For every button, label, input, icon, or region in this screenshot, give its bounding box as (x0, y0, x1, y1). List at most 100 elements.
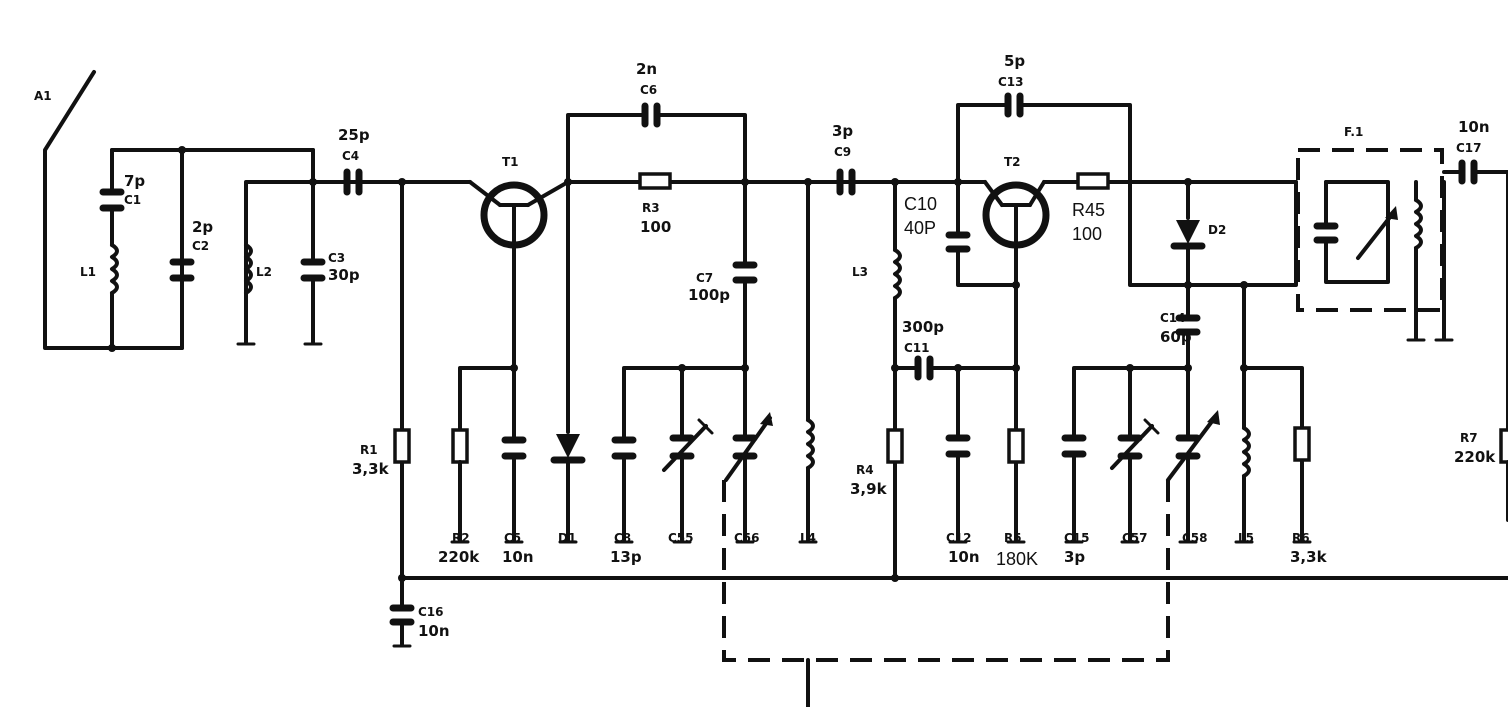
resistor-r3 (638, 172, 672, 190)
label-c11: C11 (904, 341, 930, 355)
transistor-t1 (400, 180, 570, 370)
label-c8-value: 13p (610, 548, 642, 566)
label-l5: L5 (1238, 531, 1254, 545)
label-c6-value: 2n (636, 60, 657, 78)
label-c13: C13 (998, 75, 1024, 89)
label-r1-value: 3,3k (352, 460, 390, 478)
component-labels: A1 7p C1 2p C2 L1 L2 C3 30p 25p C4 T1 2n… (34, 52, 1496, 640)
label-c7-value: 100p (688, 286, 730, 304)
label-t1: T1 (502, 155, 519, 169)
capacitor-c6 (641, 102, 661, 128)
label-r7: R7 (1460, 431, 1478, 445)
label-c5: C5 (504, 531, 521, 545)
label-c3-value: 30p (328, 266, 360, 284)
label-c55: C55 (668, 531, 694, 545)
label-c9-value: 3p (832, 122, 853, 140)
label-l3: L3 (852, 265, 868, 279)
label-r1: R1 (360, 443, 378, 457)
diode-d2 (1170, 220, 1206, 250)
resistor-r4 (886, 428, 904, 464)
label-c56: C56 (734, 531, 760, 545)
resistor-r45 (1076, 172, 1110, 190)
label-c3: C3 (328, 251, 345, 265)
label-c9: C9 (834, 145, 851, 159)
label-r6: R6 (1292, 531, 1310, 545)
capacitor-c4 (343, 168, 363, 196)
trimmer-c57 (1110, 418, 1160, 470)
label-c15-value: 3p (1064, 548, 1085, 566)
label-r3: R3 (642, 201, 660, 215)
capacitor-c14 (1175, 314, 1201, 336)
label-c12-value: 10n (948, 548, 980, 566)
label-c14: C14 (1160, 311, 1186, 325)
label-c16-value: 10n (418, 622, 450, 640)
label-r2: R2 (452, 531, 470, 545)
label-c2: C2 (192, 239, 209, 253)
label-c11-value: 300p (902, 318, 944, 336)
label-c16: C16 (418, 605, 444, 619)
ground-bus (389, 574, 1508, 648)
label-r2-value: 220k (438, 548, 480, 566)
label-c4-value: 25p (338, 126, 370, 144)
label-c58: C58 (1182, 531, 1208, 545)
transistor-t2 (982, 180, 1050, 249)
label-r7-value: 220k (1454, 448, 1496, 466)
label-c14-value: 60p (1160, 328, 1192, 346)
trimmer-c55 (662, 418, 714, 472)
antenna-a1 (43, 70, 114, 350)
capacitor-c7 (732, 261, 758, 284)
label-c1: C1 (124, 193, 141, 207)
resistor-r2 (451, 428, 469, 542)
label-d2: D2 (1208, 223, 1226, 237)
label-d1: D1 (558, 531, 576, 545)
diode-d1 (550, 434, 586, 464)
capacitor-c13 (1004, 92, 1024, 118)
label-r45-value: 100 (1072, 224, 1102, 244)
label-c57: C57 (1122, 531, 1148, 545)
tuning-cap-c58 (1166, 410, 1220, 482)
label-r3-value: 100 (640, 218, 671, 236)
label-c17: C17 (1456, 141, 1482, 155)
stage1-wiring (398, 113, 897, 580)
label-l1: L1 (80, 265, 96, 279)
label-c6: C6 (640, 83, 657, 97)
resistor-r6 (1293, 426, 1311, 462)
label-c17-value: 10n (1458, 118, 1490, 136)
label-c5-value: 10n (502, 548, 534, 566)
input-tank (99, 146, 195, 352)
capacitor-c15 (1061, 434, 1087, 458)
label-r4-value: 3,9k (850, 480, 888, 498)
resistor-r5 (1007, 428, 1025, 464)
label-r5-value: 180K (996, 549, 1038, 569)
label-r4: R4 (856, 463, 874, 477)
output-c17 (1442, 159, 1508, 522)
capacitor-c8 (611, 436, 637, 460)
capacitor-c11 (914, 355, 934, 381)
label-c4: C4 (342, 149, 359, 163)
label-c13-value: 5p (1004, 52, 1025, 70)
tuning-cap-c56 (724, 412, 773, 482)
stage2-wiring (850, 103, 1304, 580)
label-c10: C10 (904, 194, 937, 214)
resistor-r1 (393, 428, 411, 464)
ganged-tuning-link (722, 480, 1170, 707)
l2-c3-network (180, 148, 404, 346)
capacitor-c12 (945, 434, 971, 458)
capacitor-c10 (945, 231, 971, 253)
label-f1: F.1 (1344, 125, 1363, 139)
label-c7: C7 (696, 271, 713, 285)
label-t2: T2 (1004, 155, 1021, 169)
label-l2: L2 (256, 265, 272, 279)
label-c15: C15 (1064, 531, 1090, 545)
label-c1-value: 7p (124, 172, 145, 190)
label-r5: R5 (1004, 531, 1022, 545)
label-r45: R45 (1072, 200, 1105, 220)
label-c10-value: 40P (904, 218, 936, 238)
label-a1: A1 (34, 89, 52, 103)
label-c8: C8 (614, 531, 631, 545)
label-r6-value: 3,3k (1290, 548, 1328, 566)
label-l4: L4 (800, 531, 816, 545)
filter-f1 (1242, 148, 1454, 342)
label-c12: C12 (946, 531, 972, 545)
